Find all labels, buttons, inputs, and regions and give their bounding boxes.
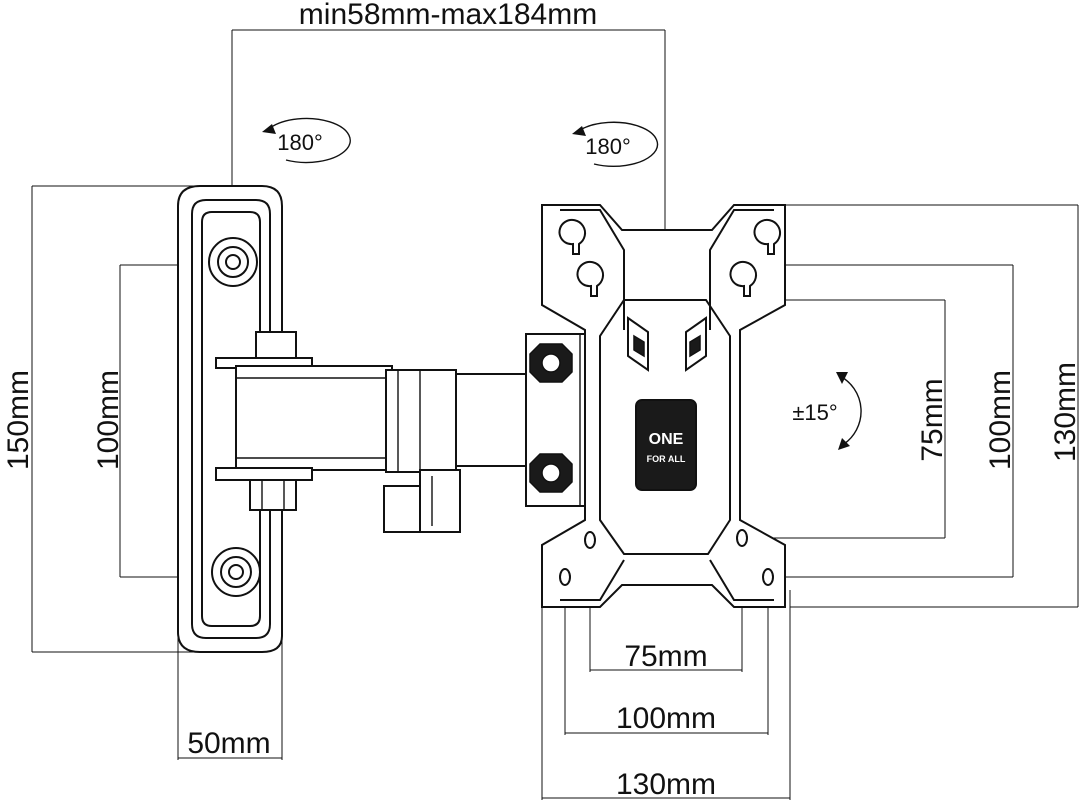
vesa-vertical-100-label: 100mm <box>984 370 1017 470</box>
keyhole-slot <box>729 261 757 297</box>
vesa-hole <box>584 531 596 549</box>
tilt-label: ±15° <box>792 400 837 425</box>
vesa-hole <box>559 568 571 586</box>
rotation-arrow-icon <box>269 117 351 164</box>
arm-extension-label: min58mm-max184mm <box>299 0 597 31</box>
keyhole-slot <box>576 261 604 297</box>
brand-logo: ONE FOR ALL <box>635 399 697 491</box>
wall-plate <box>177 185 283 653</box>
vesa-vertical-130-label: 130mm <box>1049 362 1080 462</box>
logo-text-one: ONE <box>649 431 684 448</box>
wall-plate-holes-label: 100mm <box>92 370 125 470</box>
rotation-arrow-icon <box>579 121 659 167</box>
wall-plate-width-label: 50mm <box>187 727 270 760</box>
tilt-arrow-icon <box>839 375 862 445</box>
vesa-hole <box>762 568 774 586</box>
wall-plate-height-label: 150mm <box>2 370 35 470</box>
head-swivel-label: 180° <box>585 134 631 159</box>
dimension-lines <box>31 29 1079 800</box>
vesa-plate: ONE FOR ALL <box>541 204 786 608</box>
logo-text-for-all: FOR ALL <box>647 454 686 464</box>
keyhole-slot <box>558 219 586 255</box>
swing-arm <box>215 331 527 533</box>
vesa-horizontal-75-label: 75mm <box>624 640 707 673</box>
vesa-vertical-75-label: 75mm <box>916 378 949 461</box>
wall-swivel-label: 180° <box>277 130 323 155</box>
vesa-horizontal-100-label: 100mm <box>616 702 716 735</box>
keyhole-slot <box>753 219 781 255</box>
vesa-horizontal-130-label: 130mm <box>616 768 716 801</box>
vesa-hole <box>736 529 748 547</box>
rotation-indicators <box>262 117 862 450</box>
